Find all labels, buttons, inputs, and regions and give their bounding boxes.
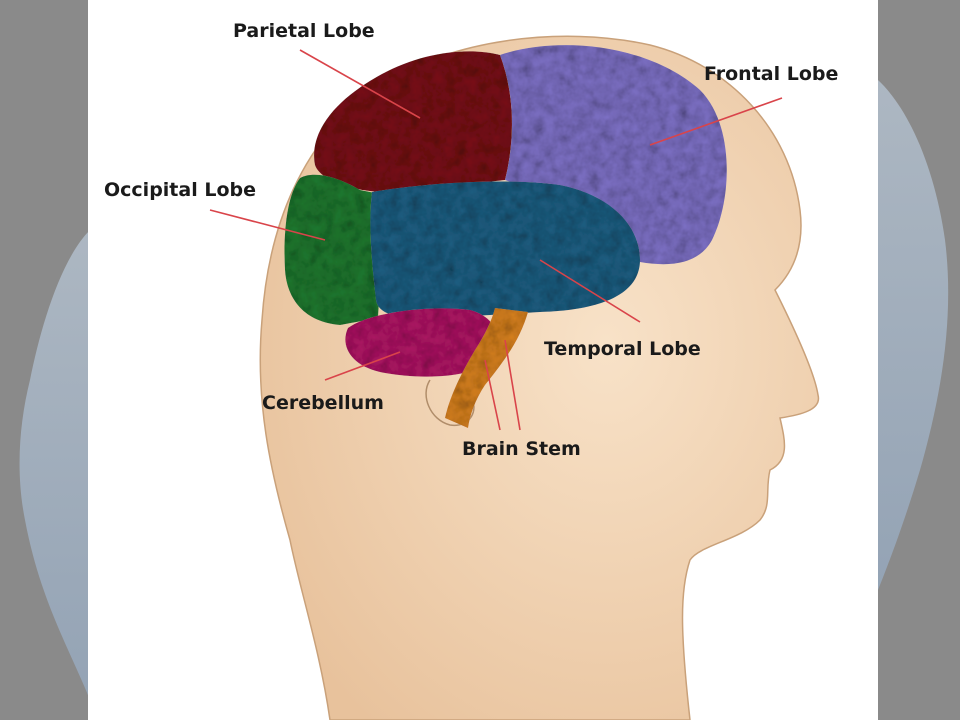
leader-brainstem-b (504, 339, 521, 431)
leader-parietal (299, 49, 421, 119)
ghost-head-left (19, 230, 90, 700)
leader-occipital (209, 209, 326, 241)
cerebellum-shape (345, 308, 499, 377)
label-occipital-lobe: Occipital Lobe (104, 179, 256, 201)
label-parietal-lobe: Parietal Lobe (233, 20, 375, 42)
labels: Parietal Lobe Frontal Lobe Occipital Lob… (104, 20, 838, 460)
label-temporal-lobe: Temporal Lobe (544, 338, 701, 360)
leader-frontal (649, 97, 783, 146)
frontal-lobe-shape (500, 45, 727, 265)
label-cerebellum: Cerebellum (262, 392, 384, 414)
ear-outline (425, 379, 475, 426)
label-frontal-lobe: Frontal Lobe (704, 63, 838, 85)
leader-temporal (539, 259, 641, 323)
occipital-lobe-shape (284, 174, 385, 325)
temporal-lobe-shape (370, 181, 640, 319)
leader-brainstem-a (484, 359, 501, 431)
label-brain-stem: Brain Stem (462, 438, 581, 460)
ghost-head-right (878, 80, 949, 590)
leader-cerebellum (324, 351, 401, 381)
leader-lines (209, 49, 783, 431)
